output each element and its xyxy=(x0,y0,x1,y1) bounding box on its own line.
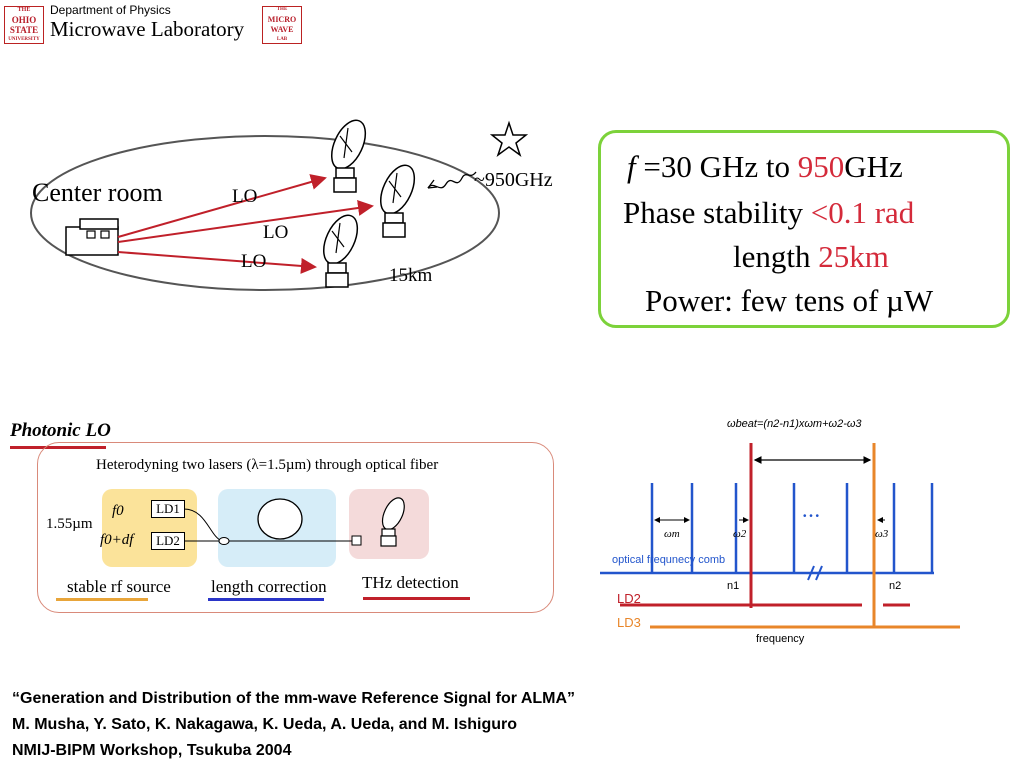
f0df-label: f0+df xyxy=(100,532,134,548)
lo-arrow xyxy=(117,251,317,274)
omega-3-label: ω3 xyxy=(875,528,889,540)
osu-logo-line: UNIVERSITY xyxy=(8,37,40,42)
osu-logo-line: STATE xyxy=(9,25,39,35)
ld2-box: LD2 xyxy=(151,532,185,550)
lo-arrow xyxy=(117,174,327,238)
network-diagram xyxy=(30,114,529,291)
osu-logo-line: OHIO xyxy=(11,15,37,25)
signal-wave-icon xyxy=(427,171,477,189)
center-room-building xyxy=(65,218,119,256)
power-spec: Power: few tens of µW xyxy=(645,283,934,318)
n1-label: n1 xyxy=(727,580,740,592)
phase-value: <0.1 rad xyxy=(810,195,915,230)
lab-name: Microwave Laboratory xyxy=(50,17,245,41)
beat-formula: ωbeat=(n2-n1)xωm+ω2-ω3 xyxy=(727,418,862,430)
photonic-title: Photonic LO xyxy=(10,420,111,441)
thz-underline xyxy=(363,597,470,600)
antenna-dish-icon xyxy=(324,114,373,193)
length-underline xyxy=(208,598,324,601)
center-room-label: Center room xyxy=(32,178,163,207)
star-icon xyxy=(489,120,529,157)
distance-label: 15km xyxy=(389,265,433,286)
mw-logo-line: LAB xyxy=(276,37,288,42)
f-unit: GHz xyxy=(844,149,903,184)
mw-logo-line: THE xyxy=(276,7,288,12)
f-symbol: f xyxy=(627,149,636,184)
omega-m-label: ωm xyxy=(664,528,680,540)
break-mark xyxy=(815,565,823,581)
length-spec: length 25km xyxy=(733,239,889,275)
mw-logo-line: MICRO xyxy=(267,15,297,24)
break-mark xyxy=(807,565,815,581)
comb-lines xyxy=(650,483,934,573)
photonic-box: Heterodyning two lasers (λ=1.5µm) throug… xyxy=(37,442,554,613)
phase-spec: Phase stability <0.1 rad xyxy=(623,195,914,231)
length-label: length xyxy=(733,239,819,274)
lo-label: LO xyxy=(241,251,267,272)
phase-label: Phase stability xyxy=(623,195,811,230)
microwave-lab-logo: THE MICRO WAVE LAB xyxy=(262,6,302,44)
lo-arrow xyxy=(117,200,374,243)
spectrum-diagram xyxy=(600,443,960,629)
frequency-axis-label: frequency xyxy=(756,633,805,645)
ellipsis: • • • xyxy=(803,511,820,522)
ld3-label: LD3 xyxy=(617,615,641,630)
length-value: 25km xyxy=(818,239,889,274)
n2-label: n2 xyxy=(889,580,902,592)
lo-label: LO xyxy=(263,222,289,243)
lo-label: LO xyxy=(232,186,258,207)
comb-label: optical frequnecy comb xyxy=(612,554,726,566)
frequency-label: ~950GHz xyxy=(474,169,553,191)
array-ellipse xyxy=(30,135,500,291)
f0-label: f0 xyxy=(112,503,124,519)
photonic-subtitle: Heterodyning two lasers (λ=1.5µm) throug… xyxy=(96,457,439,473)
mw-logo-line: WAVE xyxy=(270,25,294,34)
fiber-path xyxy=(183,497,405,547)
f-prefix: =30 GHz to xyxy=(635,149,798,184)
citation-venue: NMIJ-BIPM Workshop, Tsukuba 2004 xyxy=(12,742,292,759)
omega-2-label: ω2 xyxy=(733,528,747,540)
thz-detection-label: THz detection xyxy=(362,573,459,592)
osu-logo-line: THE xyxy=(17,7,31,13)
citation-authors: M. Musha, Y. Sato, K. Nakagawa, K. Ueda,… xyxy=(12,716,517,733)
length-correction-label: length correction xyxy=(211,577,327,596)
antenna-dish-icon xyxy=(373,159,422,238)
antenna-dish-icon xyxy=(316,209,365,288)
stable-rf-label: stable rf source xyxy=(67,577,171,596)
rf-underline xyxy=(56,598,148,601)
osu-logo: THE OHIO STATE UNIVERSITY xyxy=(4,6,44,44)
department-label: Department of Physics xyxy=(50,3,171,17)
ld1-box: LD1 xyxy=(151,500,185,518)
f-value: 950 xyxy=(797,149,845,184)
signal-arrow-icon xyxy=(427,179,438,189)
ld2-label: LD2 xyxy=(617,591,641,606)
frequency-spec: f =30 GHz to 950GHz xyxy=(627,149,903,185)
thz-dish-icon xyxy=(380,497,405,547)
citation-title: “Generation and Distribution of the mm-w… xyxy=(12,690,576,707)
wavelength-label: 1.55µm xyxy=(46,516,93,532)
spec-box: f =30 GHz to 950GHz Phase stability <0.1… xyxy=(598,130,1010,328)
